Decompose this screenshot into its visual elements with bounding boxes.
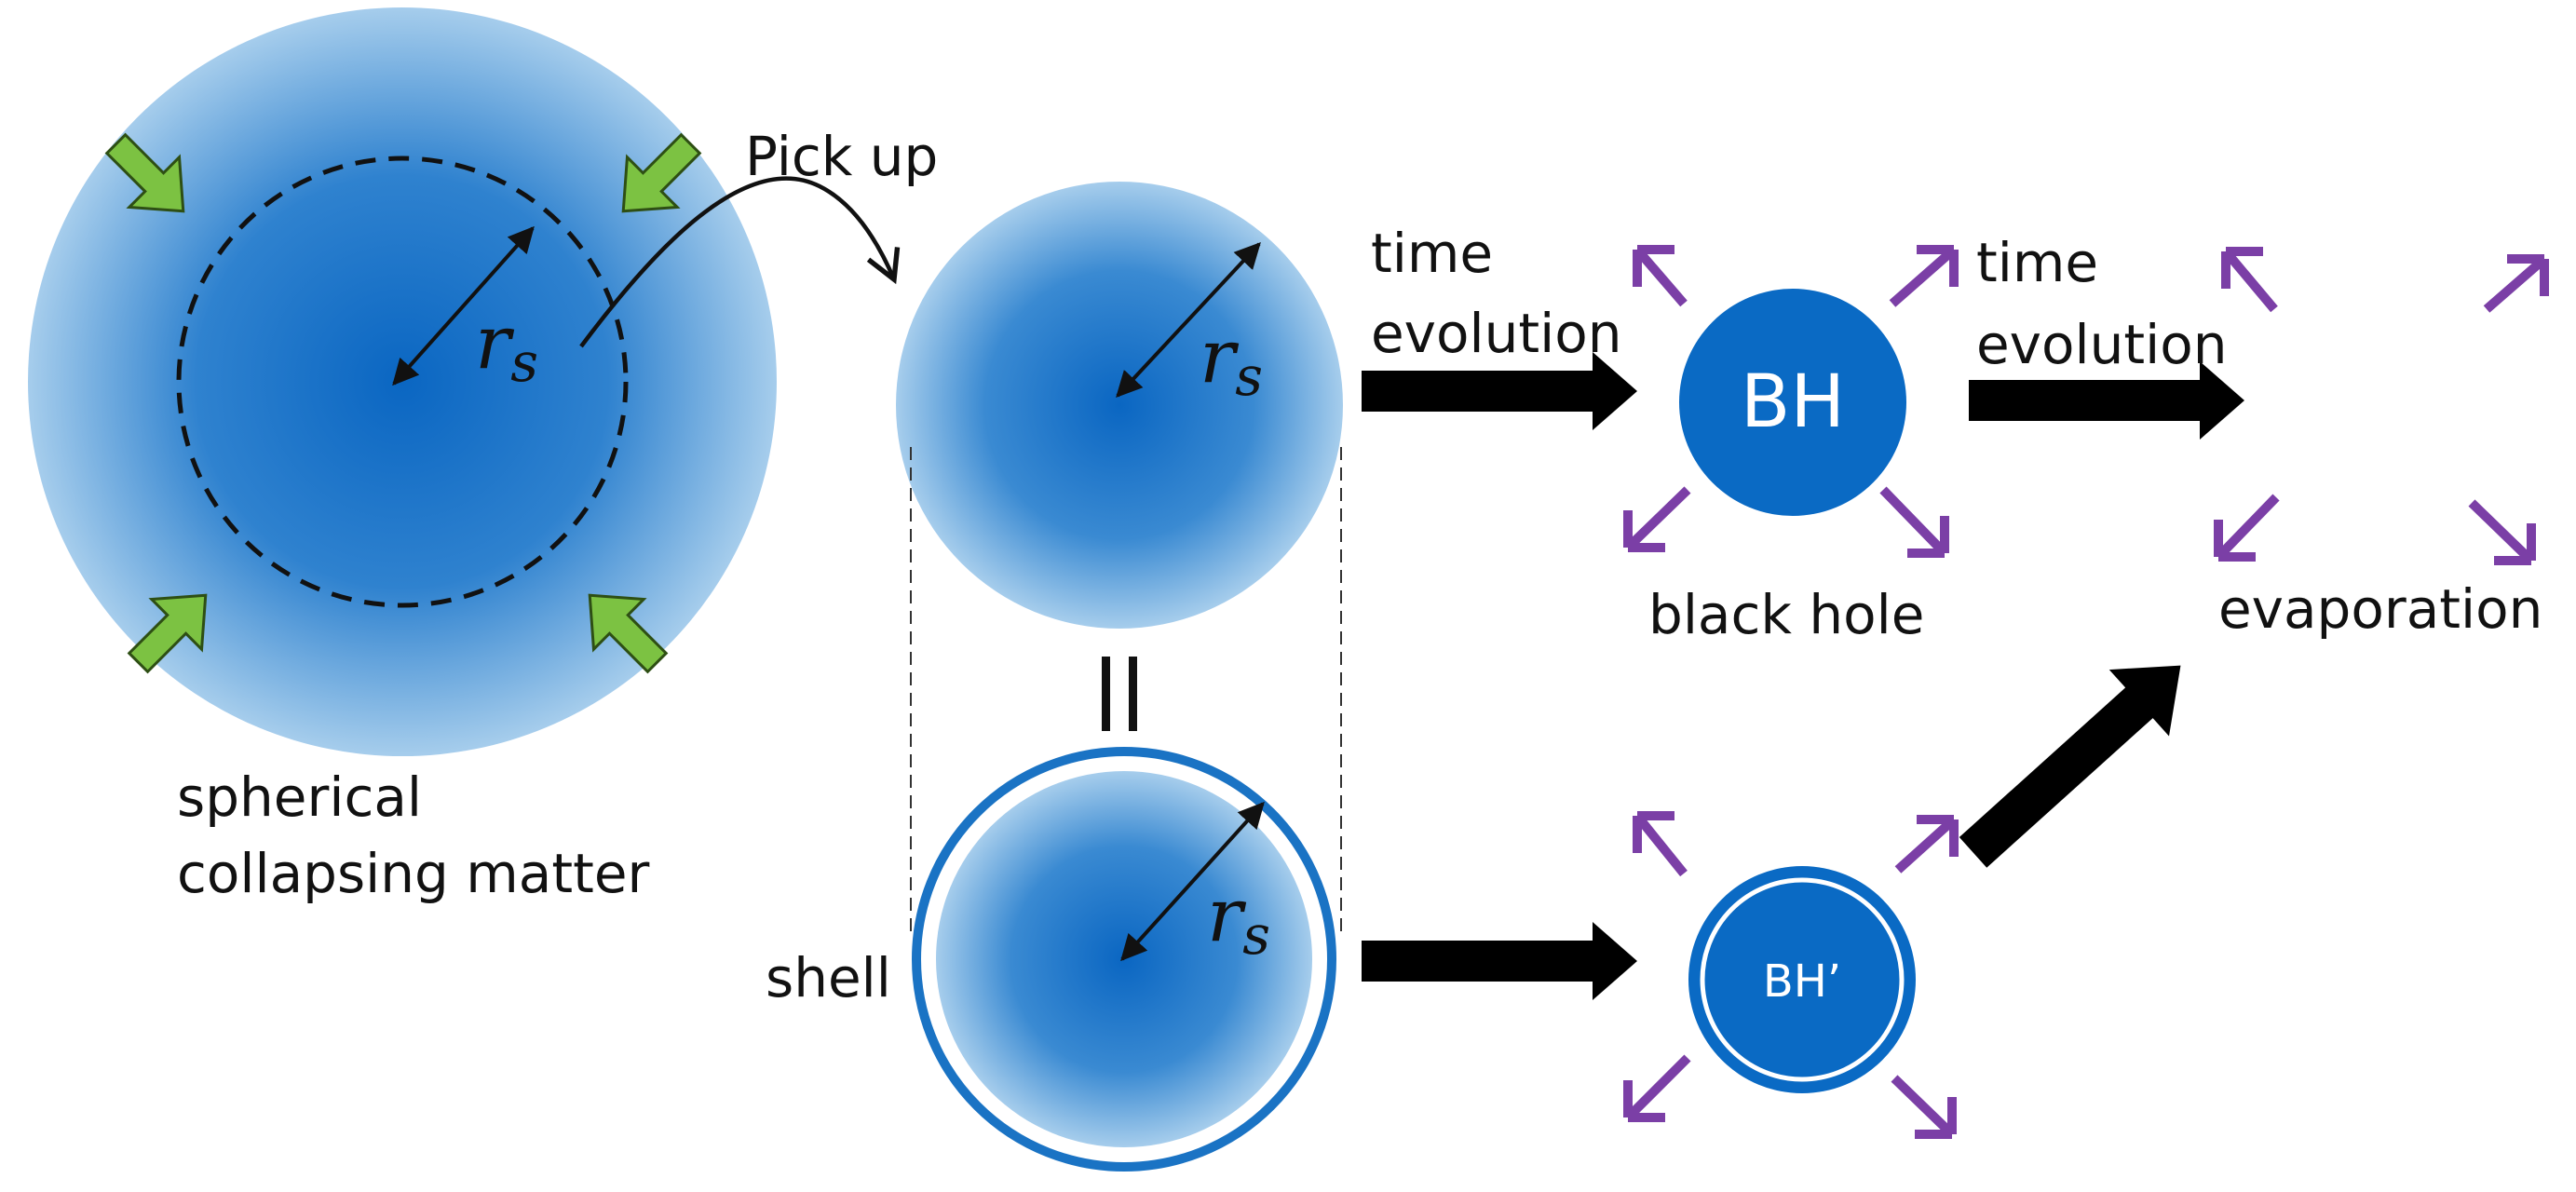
flow-arrow-diagonal	[1959, 665, 2181, 868]
shell-label: shell	[766, 946, 891, 1009]
picked-matter-sphere	[896, 182, 1343, 629]
purple-radiation-arrow-icon	[1623, 245, 2549, 1139]
time-evolution-1-line1: time	[1371, 222, 1493, 285]
bh-prime-inner-ring	[1700, 877, 1905, 1082]
spherical-label-line1: spherical	[177, 765, 422, 829]
bh-label: BH	[1741, 360, 1845, 444]
time-evolution-1-line2: evolution	[1371, 302, 1621, 365]
black-flow-arrow-icon	[1362, 352, 2244, 1000]
pick-up-curved-arrow	[579, 176, 901, 348]
evaporation-label: evaporation	[2218, 577, 2542, 641]
shell-matter-group: rs shell	[766, 747, 1336, 1172]
black-hole-label: black hole	[1648, 583, 1924, 646]
pick-up-label: Pick up	[745, 125, 938, 188]
schwarzschild-radius-dashed-circle	[176, 156, 629, 608]
spherical-label-line2: collapsing matter	[177, 842, 650, 905]
time-evolution-2-line2: evolution	[1976, 313, 2227, 376]
black-hole-group: BH black hole	[1648, 289, 1924, 646]
flow-arrow-bottom	[1362, 922, 1637, 1000]
radius-arrow-mid-top	[1116, 241, 1261, 399]
black-hole-disk	[1679, 289, 1906, 516]
radius-arrow-left	[392, 225, 535, 386]
radius-arrow-mid-bottom	[1120, 801, 1265, 962]
bh-prime-disk	[1688, 866, 1916, 1093]
bh-prime-label: BH’	[1763, 955, 1841, 1008]
radius-label-left: rs	[475, 299, 538, 394]
green-inflow-arrow-icon	[104, 132, 702, 674]
time-evolution-2-line1: time	[1976, 231, 2098, 294]
radius-label-mid-top: rs	[1200, 313, 1263, 408]
equivalence-sign	[1102, 657, 1137, 731]
collapsing-matter-group: rs spherical collapsing matter	[28, 7, 777, 905]
flow-arrow-top-1	[1362, 352, 1637, 430]
flow-arrow-top-2	[1969, 361, 2244, 440]
shell-ring	[912, 747, 1336, 1172]
radius-label-mid-bottom: rs	[1207, 872, 1270, 967]
black-hole-prime-group: BH’	[1688, 866, 1916, 1093]
picked-matter-group: rs	[896, 182, 1343, 629]
